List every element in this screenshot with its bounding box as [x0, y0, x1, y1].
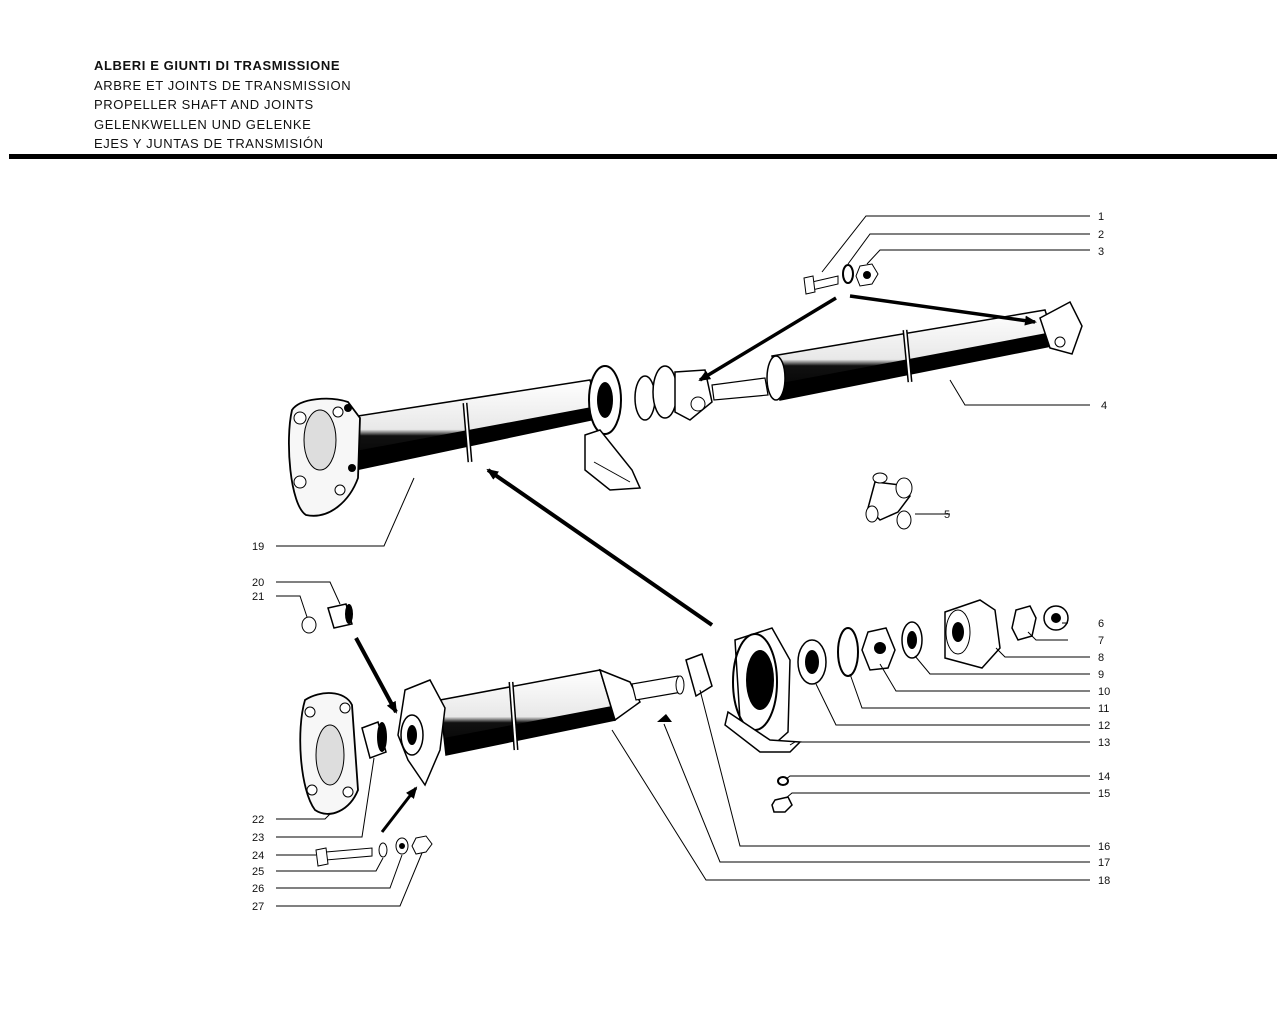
header-rule — [9, 154, 1277, 159]
callout-14: 14 — [1098, 771, 1110, 783]
callout-23: 23 — [252, 832, 264, 844]
callout-3: 3 — [1098, 246, 1104, 258]
callout-17: 17 — [1098, 857, 1110, 869]
callout-22: 22 — [252, 814, 264, 826]
callout-9: 9 — [1098, 669, 1104, 681]
title-spanish: EJES Y JUNTAS DE TRANSMISIÓN — [94, 136, 324, 151]
callout-13: 13 — [1098, 737, 1110, 749]
bolt-washer-nut-upper — [803, 263, 879, 295]
callout-26: 26 — [252, 883, 264, 895]
leader-lines — [276, 215, 1090, 907]
callout-15: 15 — [1098, 788, 1110, 800]
callout-5: 5 — [944, 509, 950, 521]
callout-4: 4 — [1101, 400, 1107, 412]
flexible-coupling-rear — [288, 397, 361, 517]
rear-propeller-shaft — [766, 300, 1083, 401]
callout-25: 25 — [252, 866, 264, 878]
bush-23 — [361, 721, 387, 759]
assembly-arrows-upper — [486, 294, 1037, 627]
callout-27: 27 — [252, 901, 264, 913]
callout-20: 20 — [252, 577, 264, 589]
callout-19: 19 — [252, 541, 264, 553]
callout-8: 8 — [1098, 652, 1104, 664]
callout-21: 21 — [252, 591, 264, 603]
title-italian: ALBERI E GIUNTI DI TRASMISSIONE — [94, 58, 341, 73]
callout-12: 12 — [1098, 720, 1110, 732]
callout-2: 2 — [1098, 229, 1104, 241]
assembly-arrows-lower — [354, 637, 418, 833]
universal-joint-upper — [634, 365, 769, 421]
front-propeller-shaft — [344, 379, 601, 471]
title-french: ARBRE ET JOINTS DE TRANSMISSION — [94, 77, 352, 93]
support-bearing-parts-lower — [657, 599, 1069, 813]
callout-labels: 1 2 3 4 5 6 7 8 9 10 11 12 13 14 15 16 1… — [252, 211, 1110, 913]
flexible-coupling-lower — [299, 692, 359, 815]
front-shaft-lower — [397, 668, 685, 787]
callout-1: 1 — [1098, 211, 1104, 223]
callout-7: 7 — [1098, 635, 1104, 647]
callout-6: 6 — [1098, 618, 1104, 630]
title-german: GELENKWELLEN UND GELENKE — [94, 116, 312, 132]
bushes-20-21 — [301, 603, 353, 634]
callout-10: 10 — [1098, 686, 1110, 698]
callout-24: 24 — [252, 850, 264, 862]
title-block: ALBERI E GIUNTI DI TRASMISSIONE ARBRE ET… — [94, 56, 351, 154]
centre-support-bearing-upper — [584, 365, 642, 491]
callout-11: 11 — [1098, 703, 1109, 715]
title-english: PROPELLER SHAFT AND JOINTS — [94, 97, 314, 112]
callout-16: 16 — [1098, 841, 1110, 853]
spider-cross — [865, 472, 913, 530]
bolt-washers-nut-lower — [315, 835, 433, 867]
callout-18: 18 — [1098, 875, 1110, 887]
